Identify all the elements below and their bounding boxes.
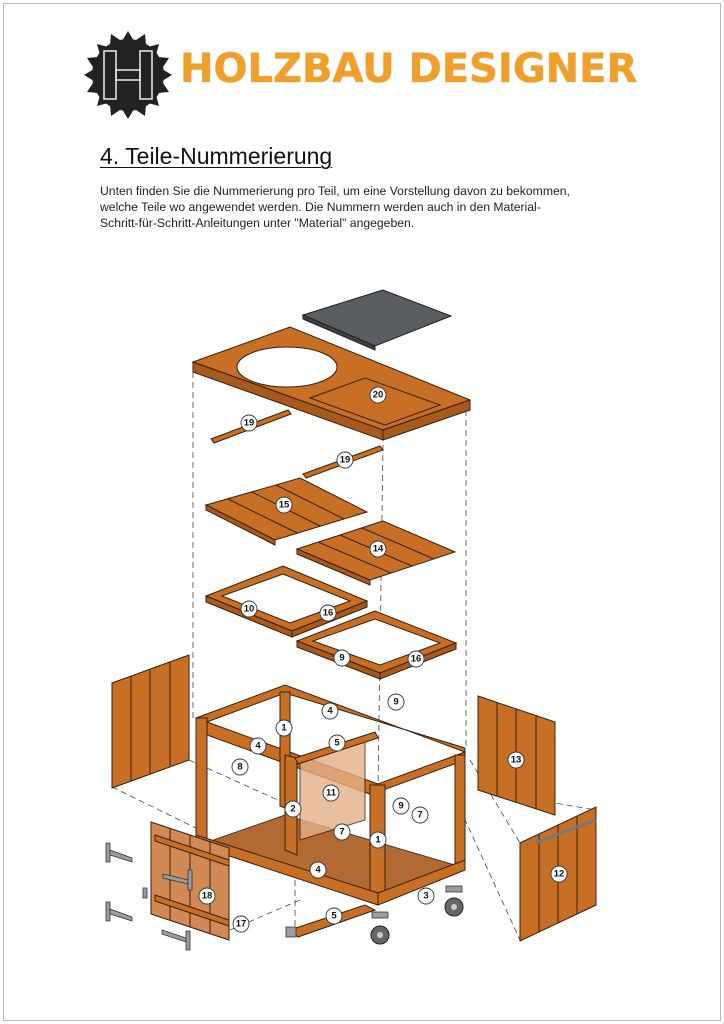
part-label: 5 [325, 907, 343, 925]
side-panel-left [111, 654, 190, 789]
brand-name: HOLZBAU DESIGNER [180, 46, 638, 92]
part-label: 2 [284, 800, 302, 818]
svg-text:14: 14 [373, 544, 384, 555]
part-label: 9 [387, 693, 405, 711]
svg-text:1: 1 [375, 835, 381, 846]
hinges [105, 842, 193, 951]
part-label: 19 [240, 414, 258, 432]
svg-text:7: 7 [339, 827, 344, 838]
part-label: 8 [231, 758, 249, 776]
section-title: 4. Teile-Nummerierung [100, 143, 333, 169]
part-label: 4 [321, 702, 339, 720]
svg-text:17: 17 [236, 919, 247, 930]
part-labels: 19 19 20 15 14 10 16 9 16 9 4 1 4 5 8 13… [198, 386, 568, 933]
part-label: 10 [240, 600, 258, 618]
svg-text:18: 18 [202, 891, 213, 902]
svg-text:9: 9 [393, 697, 398, 708]
svg-text:20: 20 [373, 390, 384, 401]
part-label: 13 [507, 751, 525, 769]
table-top-part-20 [191, 326, 472, 441]
part-label: 18 [198, 887, 216, 905]
svg-text:19: 19 [340, 455, 351, 466]
svg-text:3: 3 [423, 891, 428, 902]
svg-text:5: 5 [334, 738, 340, 749]
svg-text:13: 13 [511, 755, 522, 766]
svg-text:9: 9 [398, 801, 403, 812]
part-label: 16 [407, 650, 425, 668]
part-label: 17 [232, 915, 250, 933]
part-label: 14 [369, 540, 387, 558]
svg-text:2: 2 [290, 804, 295, 815]
part-label: 16 [319, 604, 337, 622]
castor-wheels [370, 885, 464, 945]
page-border [3, 3, 721, 1021]
stone-plate [301, 289, 453, 351]
part-label: 1 [369, 831, 387, 849]
svg-text:5: 5 [331, 911, 337, 922]
part-label: 19 [336, 451, 354, 469]
part-label: 4 [249, 737, 267, 755]
svg-text:7: 7 [417, 810, 422, 821]
svg-text:9: 9 [339, 653, 344, 664]
svg-text:16: 16 [323, 608, 334, 619]
svg-text:19: 19 [244, 418, 255, 429]
svg-text:15: 15 [279, 500, 290, 511]
part-label: 9 [333, 649, 351, 667]
part-label: 9 [392, 797, 410, 815]
part-label: 1 [275, 719, 293, 737]
part-label: 15 [275, 496, 293, 514]
part-label: 3 [417, 887, 435, 905]
svg-text:12: 12 [554, 869, 565, 880]
part-label: 11 [322, 784, 340, 802]
part-label: 20 [369, 386, 387, 404]
part-label: 7 [411, 806, 429, 824]
svg-text:4: 4 [315, 865, 321, 876]
part-label: 7 [333, 823, 351, 841]
svg-text:11: 11 [326, 788, 337, 799]
part-label: 12 [550, 865, 568, 883]
section-intro: Unten finden Sie die Nummerierung pro Te… [100, 184, 570, 230]
svg-text:1: 1 [281, 723, 287, 734]
svg-text:10: 10 [244, 604, 255, 615]
svg-text:8: 8 [237, 762, 242, 773]
saw-blade-logo-icon [84, 31, 172, 119]
part-label: 4 [309, 861, 327, 879]
svg-text:4: 4 [327, 706, 333, 717]
svg-text:16: 16 [411, 654, 422, 665]
part-label: 5 [328, 734, 346, 752]
svg-text:4: 4 [255, 741, 261, 752]
